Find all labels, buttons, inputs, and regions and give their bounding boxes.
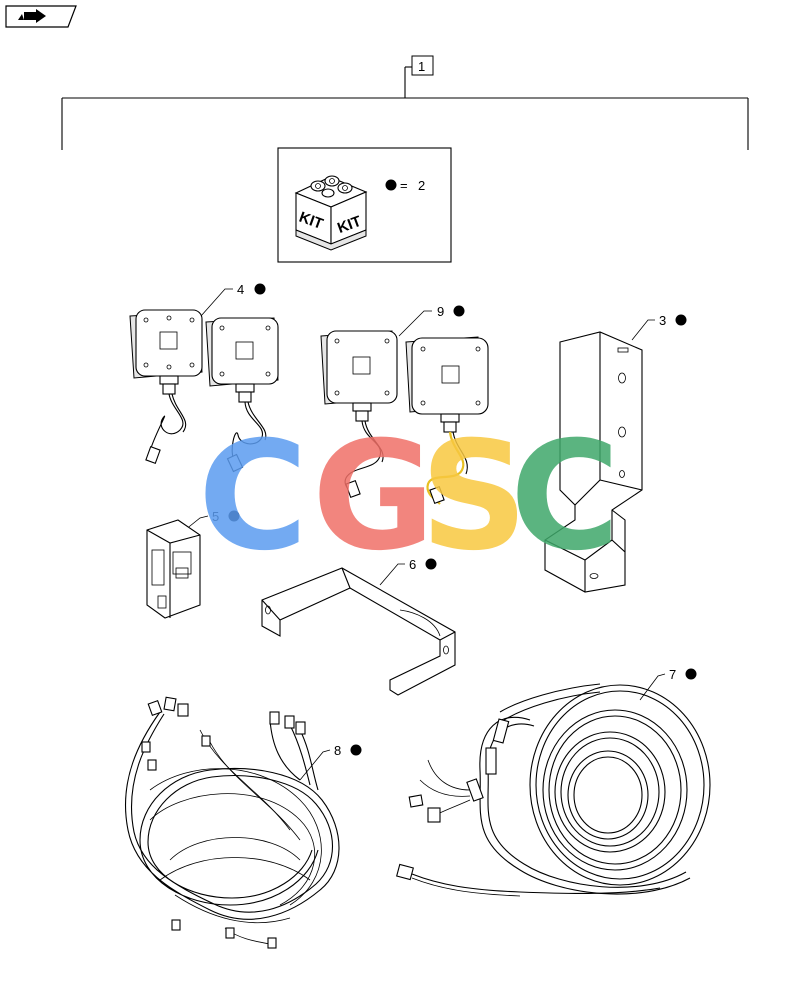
callout-8: 8	[299, 743, 362, 781]
svg-text:3: 3	[659, 313, 666, 328]
work-lamp-4b	[205, 317, 279, 473]
relay-module-5	[146, 519, 201, 619]
watermark-letter-c2: C	[510, 410, 620, 584]
kit-equals: =	[400, 178, 408, 193]
watermark-letter-c1: C	[198, 410, 308, 584]
svg-text:5: 5	[212, 509, 219, 524]
work-lamp-9a	[320, 330, 398, 498]
work-lamp-9b	[405, 336, 489, 505]
navigation-tab[interactable]	[5, 5, 77, 28]
navigation-arrow-icon	[24, 9, 46, 23]
callout-3: 3	[631, 313, 687, 341]
u-bracket-6	[261, 567, 456, 696]
work-lamp-4a	[129, 309, 203, 464]
watermark: C G S C	[198, 410, 620, 584]
assembly-callout: 1	[61, 55, 749, 150]
callout-6: 6	[379, 557, 437, 586]
svg-text:8: 8	[334, 743, 341, 758]
kit-box: KIT KIT = 2	[277, 147, 452, 263]
svg-text:9: 9	[437, 304, 444, 319]
cable-harness-7	[396, 683, 711, 897]
callout-7: 7	[639, 667, 697, 701]
wiring-harness-8	[124, 696, 340, 949]
kit-quantity: 2	[418, 178, 425, 193]
watermark-letter-g: G	[312, 410, 435, 584]
mounting-bracket-3	[544, 331, 643, 593]
callout-5: 5	[184, 509, 240, 531]
callout-9: 9	[398, 304, 465, 337]
watermark-letter-s: S	[420, 410, 528, 584]
assembly-number: 1	[418, 59, 425, 74]
svg-text:4: 4	[237, 282, 244, 297]
svg-text:7: 7	[669, 667, 676, 682]
svg-text:6: 6	[409, 557, 416, 572]
kit-marker-dot	[385, 179, 397, 191]
callout-4: 4	[200, 282, 266, 317]
